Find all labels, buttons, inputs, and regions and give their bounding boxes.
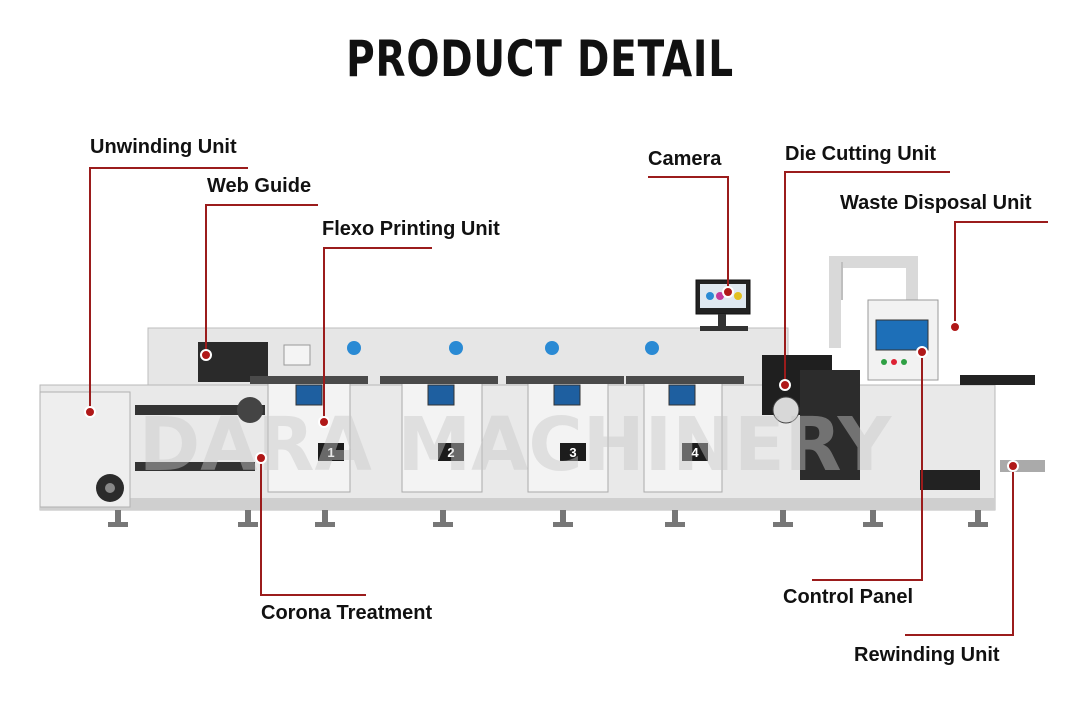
callout-dot-waste: [949, 321, 961, 333]
callout-line-camera: [648, 176, 729, 292]
control-panel-screen: [875, 319, 929, 351]
label-waste-disposal-unit: Waste Disposal Unit: [840, 192, 1032, 214]
brand-watermark: DARA MACHINERY: [139, 402, 893, 488]
unwind-roller-top: [135, 405, 265, 415]
die-cutting-frame: [800, 370, 860, 480]
station-number-3: 3: [569, 445, 576, 460]
callout-line-unwinding: [89, 167, 248, 412]
rewind-shaft: [1000, 460, 1045, 472]
rewind-shaft-top: [960, 375, 1035, 385]
callout-dot-camera: [722, 286, 734, 298]
callout-dot-corona: [255, 452, 267, 464]
unwind-roller-bottom: [135, 462, 255, 471]
label-die-cutting-unit: Die Cutting Unit: [785, 143, 937, 165]
callout-line-web-guide: [205, 204, 318, 355]
callout-dot-die-cutting: [779, 379, 791, 391]
label-rewinding-unit: Rewinding Unit: [854, 644, 1000, 666]
machine-feet: [108, 510, 988, 527]
label-flexo-printing-unit: Flexo Printing Unit: [322, 218, 500, 240]
label-unwinding-unit: Unwinding Unit: [90, 136, 237, 158]
label-corona-treatment: Corona Treatment: [261, 602, 433, 624]
callout-dot-web-guide: [200, 349, 212, 361]
die-cutting-roller: [772, 396, 800, 424]
printing-station-3: [506, 341, 624, 493]
callout-line-control-panel: [812, 352, 923, 581]
station-number-2: 2: [447, 445, 454, 460]
web-guide-block: [198, 342, 268, 382]
unwind-roller-end: [237, 397, 263, 423]
label-camera: Camera: [648, 148, 722, 170]
machine-base: [40, 498, 995, 510]
callout-line-rewinding: [905, 466, 1014, 636]
callout-dot-flexo: [318, 416, 330, 428]
rewind-reel: [920, 470, 980, 490]
label-web-guide: Web Guide: [207, 175, 312, 197]
printing-station-2: [380, 341, 498, 493]
callout-dot-rewinding: [1007, 460, 1019, 472]
page-title: PRODUCT DETAIL: [346, 30, 734, 88]
callout-line-corona: [260, 458, 366, 596]
callout-dot-control-panel: [916, 346, 928, 358]
callout-line-flexo: [323, 247, 432, 422]
printing-station-1: [250, 341, 368, 493]
unwind-reel-center: [105, 483, 115, 493]
callout-dot-unwinding: [84, 406, 96, 418]
label-control-panel: Control Panel: [783, 586, 914, 608]
callout-line-die-cutting: [784, 171, 950, 385]
web-guide-panel: [283, 344, 311, 366]
callout-line-waste: [954, 221, 1048, 327]
station-number-1: 1: [327, 445, 334, 460]
waste-tube: [829, 256, 918, 348]
station-number-4: 4: [691, 445, 699, 460]
printing-station-4: [626, 341, 744, 493]
camera-stand: [718, 314, 726, 328]
